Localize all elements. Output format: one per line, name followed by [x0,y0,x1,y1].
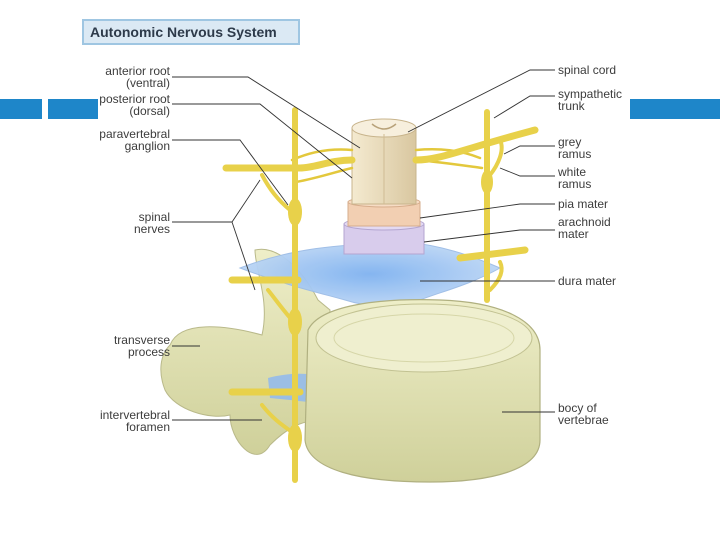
label-pia-mater: pia mater [558,197,609,211]
leader-lines [172,69,555,421]
nerves [222,107,539,483]
label-posterior-root: posterior root(dorsal) [99,92,170,118]
diagram-title: Autonomic Nervous System [82,19,300,45]
vertebral-disc-top [315,303,533,373]
accent-bar-left-inner [48,99,98,119]
accent-bar-left [0,99,42,119]
accent-bar-right [630,99,720,119]
label-anterior-root: anterior root(ventral) [105,64,170,90]
arachnoid-shape [343,223,425,255]
label-dura-mater: dura mater [558,274,617,288]
ganglia [288,170,493,452]
label-spinal-cord: spinal cord [558,63,617,77]
